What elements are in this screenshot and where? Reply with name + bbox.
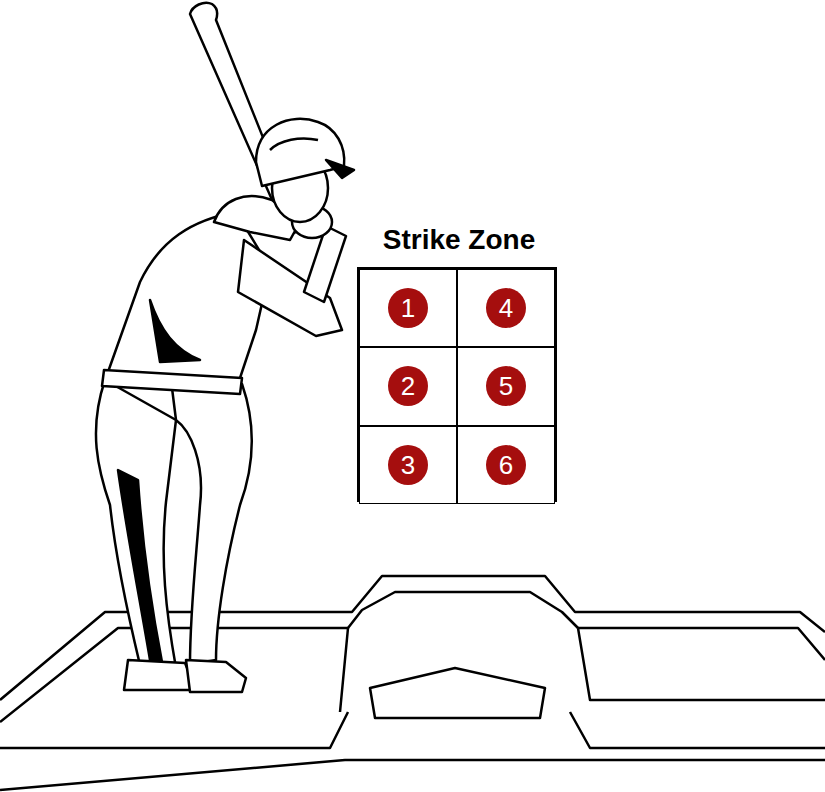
zone-number: 3 (388, 445, 428, 485)
zone-number: 1 (388, 288, 428, 328)
diagram-heading: Strike Zone (339, 223, 579, 257)
zone-cell: 6 (457, 426, 555, 504)
helmet (256, 119, 344, 186)
jersey-shadow (150, 300, 200, 362)
front-shoe (186, 660, 246, 692)
back-shoe (124, 660, 196, 690)
zone-cell: 5 (457, 347, 555, 425)
zone-cell: 2 (359, 347, 457, 425)
leg-shadow (118, 470, 162, 662)
zone-number: 2 (388, 366, 428, 406)
zone-cell: 3 (359, 426, 457, 504)
right-batters-box (578, 628, 825, 660)
batter (96, 3, 354, 692)
field-lines (0, 576, 825, 790)
strike-zone-grid: Strike Zone142536 (357, 267, 557, 502)
zone-number: 6 (486, 445, 526, 485)
catcher-box (348, 592, 578, 628)
torso (108, 212, 270, 384)
zone-number: 5 (486, 366, 526, 406)
zone-cell: 1 (359, 269, 457, 347)
back-leg (96, 380, 176, 668)
right-box-bottom (570, 712, 825, 748)
helmet-brim (326, 160, 354, 178)
front-leg (172, 384, 252, 664)
field-baseline (0, 760, 825, 790)
left-batters-box (0, 628, 348, 722)
home-plate (370, 668, 545, 718)
right-batters-box-inner (578, 628, 825, 700)
zone-number: 4 (486, 288, 526, 328)
zone-cell: 4 (457, 269, 555, 347)
helmet-line (270, 138, 318, 150)
belt (102, 370, 242, 394)
left-box-bottom (0, 712, 348, 748)
